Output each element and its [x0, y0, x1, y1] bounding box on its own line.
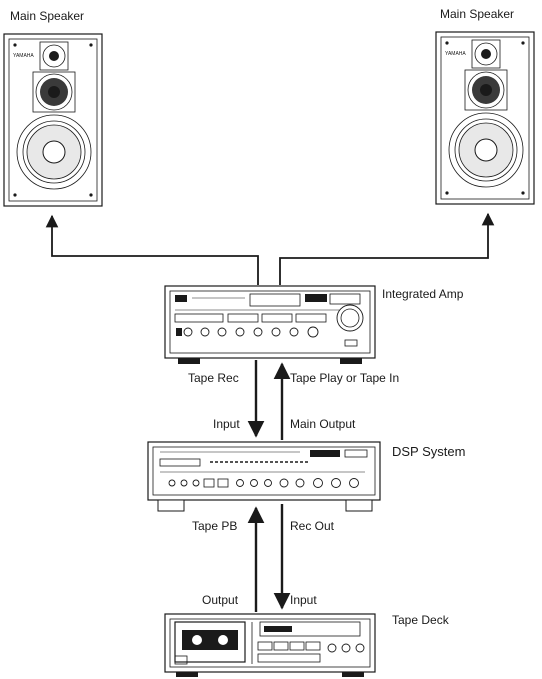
tape-rec-label: Tape Rec	[188, 371, 239, 385]
speaker-wires	[45, 212, 495, 285]
integrated-amp	[164, 285, 376, 364]
right-speaker-label: Main Speaker	[440, 7, 514, 21]
amp-dsp-connections	[247, 360, 291, 440]
right-speaker-brand: YAMAHA	[445, 51, 466, 57]
tape-deck	[164, 613, 376, 677]
output-lower-label: Output	[202, 593, 239, 607]
tape-pb-label: Tape PB	[192, 519, 237, 533]
right-main-speaker: YAMAHA	[435, 31, 535, 205]
left-main-speaker: YAMAHA	[3, 33, 103, 207]
left-speaker-brand: YAMAHA	[13, 53, 34, 59]
left-speaker-label: Main Speaker	[10, 9, 84, 23]
rec-out-label: Rec Out	[290, 519, 335, 533]
input-lower-label: Input	[290, 593, 317, 607]
main-output-label: Main Output	[290, 417, 356, 431]
input-upper-label: Input	[213, 417, 240, 431]
integrated-amp-label: Integrated Amp	[382, 287, 464, 301]
dsp-system	[147, 441, 381, 512]
dsp-system-label: DSP System	[392, 444, 465, 459]
tape-play-label: Tape Play or Tape In	[290, 371, 399, 385]
tape-deck-label: Tape Deck	[392, 613, 450, 627]
dsp-tape-connections	[247, 504, 291, 612]
